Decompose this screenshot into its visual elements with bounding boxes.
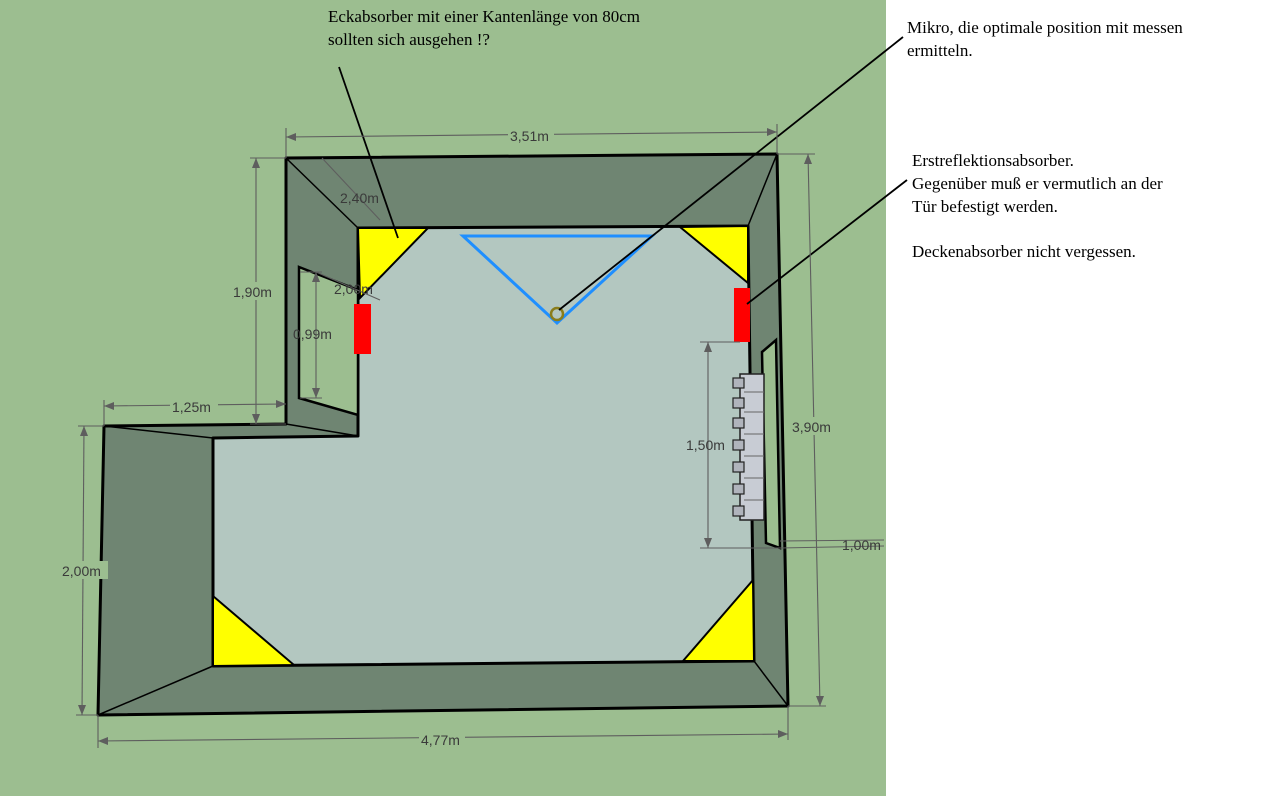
mic-note-line1: Mikro, die optimale position mit messen <box>907 18 1183 37</box>
reflection-absorber-right <box>734 288 750 342</box>
dimension-labels: 3,51m 4,77m 3,90m 1,90m 2,00m 1,25m 0,99… <box>60 126 881 748</box>
shelf-icon <box>732 373 765 521</box>
corner-absorber-bottom-right <box>680 577 756 662</box>
corner-note-line2: sollten sich ausgehen !? <box>328 30 490 49</box>
corner-absorber-note: Eckabsorber mit einer Kantenlänge von 80… <box>328 5 640 51</box>
reflection-note-line1: Erstreflektionsabsorber. <box>912 151 1074 170</box>
corner-note-line1: Eckabsorber mit einer Kantenlänge von 80… <box>328 7 641 26</box>
dim-corner-diag: 2,40m <box>340 190 379 206</box>
dim-bottom-width: 4,77m <box>421 732 460 748</box>
reflection-leader <box>746 179 908 305</box>
reflection-note: Erstreflektionsabsorber. Gegenüber muß e… <box>912 149 1163 263</box>
mic-icon <box>549 306 565 322</box>
dim-right-offset: 1,00m <box>842 537 881 553</box>
reflection-note-line4: Deckenabsorber nicht vergessen. <box>912 242 1136 261</box>
corner-absorber-top-left <box>356 227 431 301</box>
wall-edges <box>97 153 789 716</box>
dim-step-width: 1,25m <box>172 399 211 415</box>
reflection-note-line2: Gegenüber muß er vermutlich an der <box>912 174 1163 193</box>
corner-absorber-top-right <box>677 224 749 286</box>
dim-left-upper-height: 1,90m <box>233 284 272 300</box>
dim-shelf-length: 1,50m <box>686 437 725 453</box>
listening-triangle <box>459 234 656 326</box>
corner-leader <box>338 66 399 239</box>
mic-note: Mikro, die optimale position mit messen … <box>907 16 1183 62</box>
dim-top-width: 3,51m <box>510 128 549 144</box>
reflection-absorber-left <box>354 304 371 354</box>
reflection-note-line3: Tür befestigt werden. <box>912 197 1058 216</box>
mic-note-line2: ermitteln. <box>907 41 973 60</box>
annotation-leaders <box>338 36 908 311</box>
dim-door-offset: 2,00m <box>334 281 373 297</box>
dim-door-width: 0,99m <box>293 326 332 342</box>
dim-left-lower-height: 2,00m <box>62 563 101 579</box>
corner-absorber-bottom-left <box>212 593 297 668</box>
dimension-arrows <box>78 128 824 745</box>
mic-leader <box>558 36 904 311</box>
dim-right-height: 3,90m <box>792 419 831 435</box>
